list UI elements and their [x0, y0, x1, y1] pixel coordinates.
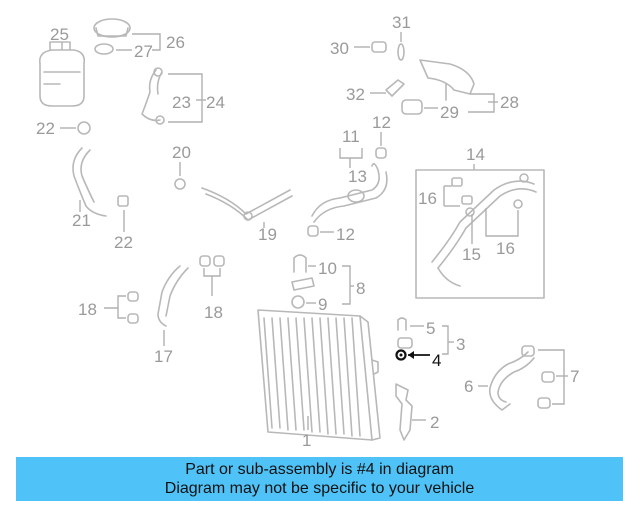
callout-6: 6	[464, 377, 473, 396]
callout-24: 24	[206, 93, 225, 112]
radiator	[257, 309, 381, 441]
callout-1: 1	[302, 431, 311, 450]
callout-26: 26	[166, 33, 185, 52]
gasket-29	[401, 99, 423, 115]
callout-10: 10	[318, 259, 337, 278]
callout-16-left: 16	[418, 189, 437, 208]
clamps-18-right	[199, 255, 225, 267]
callout-17: 17	[154, 347, 173, 366]
parts-diagram: 25 27 26 23 24 22 21 22 20	[36, 13, 579, 450]
flange-28	[419, 59, 475, 101]
caption-banner: Part or sub-assembly is #4 in diagram Di…	[16, 457, 623, 501]
seal-9	[291, 295, 305, 309]
clamp-12-bottom	[307, 225, 319, 237]
sensor-30	[371, 41, 387, 53]
callout-11: 11	[342, 127, 360, 146]
clamps-18-left	[127, 291, 139, 324]
part-32	[385, 79, 405, 97]
callout-27: 27	[134, 42, 153, 61]
callout-30: 30	[330, 39, 349, 58]
callout-19: 19	[258, 225, 277, 244]
o-ring-4-highlighted[interactable]	[395, 349, 407, 361]
clamp-12-top	[375, 147, 387, 159]
inset-box	[415, 169, 545, 299]
callout-2: 2	[430, 413, 439, 432]
reservoir-cap	[93, 18, 131, 55]
callout-22-top: 22	[36, 119, 55, 138]
callout-3: 3	[456, 335, 465, 354]
callout-28: 28	[500, 93, 519, 112]
hose-15	[431, 173, 537, 287]
callout-5: 5	[426, 319, 435, 338]
callout-18-left: 18	[78, 300, 97, 319]
caption-line-1: Part or sub-assembly is #4 in diagram	[185, 461, 454, 478]
sensor-20	[174, 178, 186, 190]
pipe-10	[293, 254, 307, 273]
callout-21: 21	[72, 211, 91, 230]
hose-6	[488, 345, 555, 411]
callout-12-bottom: 12	[336, 225, 355, 244]
callout-16-right: 16	[496, 239, 515, 258]
hose-23	[141, 67, 165, 125]
caption-line-2: Diagram may not be specific to your vehi…	[164, 480, 475, 497]
callout-7: 7	[570, 367, 579, 386]
callout-20: 20	[172, 143, 191, 162]
callout-15: 15	[462, 245, 481, 264]
hose-11	[311, 162, 388, 223]
pipe-8	[291, 277, 315, 291]
part-31	[397, 43, 405, 61]
callout-4: 4	[432, 351, 441, 370]
hose-17	[157, 265, 189, 327]
clamp-22-bottom	[117, 195, 129, 207]
callout-8: 8	[356, 279, 365, 298]
bracket-2	[395, 383, 413, 441]
callout-25: 25	[50, 25, 69, 44]
callout-23: 23	[172, 93, 191, 112]
callout-22-bottom: 22	[114, 233, 133, 252]
pipe-5	[397, 317, 407, 331]
clamp-22-top	[77, 121, 91, 135]
callout-31: 31	[392, 13, 411, 32]
callout-12-top: 12	[372, 113, 391, 132]
coolant-reservoir	[38, 41, 86, 107]
callout-18-right: 18	[204, 303, 223, 322]
callout-29: 29	[440, 103, 459, 122]
hose-21	[72, 147, 107, 217]
fitting-3	[397, 337, 413, 349]
callout-14: 14	[466, 145, 485, 164]
pipe-19	[201, 187, 293, 221]
callout-9: 9	[318, 295, 327, 314]
callout-13: 13	[348, 167, 367, 186]
callout-32: 32	[346, 85, 365, 104]
